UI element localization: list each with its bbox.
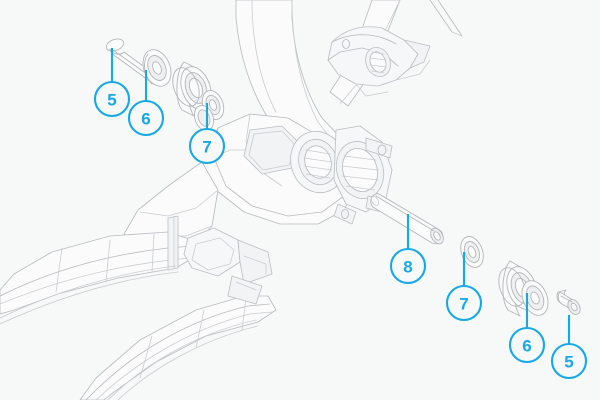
callout-6-left[interactable]: 6 [127, 70, 165, 137]
callout-7-left-circle[interactable] [188, 127, 226, 165]
cover-washer-right [521, 280, 549, 316]
pivot-axle [370, 193, 444, 245]
callout-5-left-label: 5 [107, 91, 116, 110]
yoke-pocket [243, 125, 301, 175]
pivot-boss-center [290, 130, 346, 194]
callout-6-right[interactable]: 6 [508, 293, 546, 364]
callout-8-center[interactable]: 8 [389, 214, 427, 285]
cover-washer-left [142, 49, 172, 87]
callout-7-left[interactable]: 7 [188, 103, 226, 165]
callout-8-center-label: 8 [403, 258, 412, 277]
cartridge-bearing-left [172, 61, 212, 117]
callout-8-center-circle[interactable] [389, 247, 427, 285]
pivot-flange-right [333, 125, 393, 225]
callout-6-left-circle[interactable] [127, 99, 165, 137]
callout-6-right-label: 6 [522, 337, 531, 356]
seat-tube [235, 0, 353, 171]
stay-thin-top-right [429, 0, 463, 37]
lower-strut [227, 275, 263, 305]
callout-7-right-label: 7 [459, 295, 468, 314]
callout-5-right-label: 5 [564, 353, 573, 372]
stay-junction-block [183, 227, 273, 285]
callout-7-left-label: 7 [202, 138, 211, 157]
thin-stay-lines-lower-left [0, 265, 259, 400]
chainstay-web [167, 215, 179, 271]
callout-5-right[interactable]: 5 [550, 315, 588, 380]
callout-6-left-label: 6 [141, 110, 150, 129]
seatstay-lower [79, 295, 277, 400]
callouts-group: 5 6 7 8 [93, 48, 588, 380]
chainstay-upper [0, 231, 197, 315]
spacer-washer-right [460, 236, 484, 268]
pivot-bolt-right [556, 289, 581, 315]
callout-7-right[interactable]: 7 [445, 252, 483, 322]
callout-6-right-circle[interactable] [508, 326, 546, 364]
frame-assembly-group [0, 0, 463, 400]
rocker-link [327, 26, 431, 97]
callout-5-left[interactable]: 5 [93, 48, 131, 118]
callout-5-right-circle[interactable] [550, 342, 588, 380]
callout-5-left-circle[interactable] [93, 80, 131, 118]
callout-7-right-circle[interactable] [445, 284, 483, 322]
